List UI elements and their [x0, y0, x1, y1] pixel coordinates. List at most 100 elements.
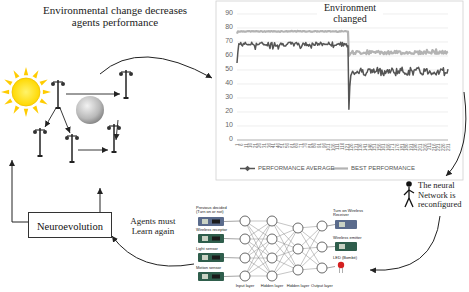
lamp-pole [113, 124, 115, 152]
lamp-arm [53, 81, 63, 82]
sun-ray [24, 67, 28, 75]
lamp-pole [39, 128, 41, 156]
device-label: Wireless emitter [333, 236, 362, 240]
lamp-head [65, 136, 69, 140]
x-axis-tick: 116 [340, 143, 345, 150]
lamp-links [45, 94, 120, 150]
lamp-base [112, 151, 117, 153]
x-axis-tick: 151 [372, 143, 377, 151]
sensor-wire [224, 238, 240, 240]
x-axis-tick: 111 [335, 143, 340, 150]
output-wire [327, 225, 335, 227]
sun-ray [39, 99, 47, 105]
x-axis-tick: 131 [354, 143, 359, 151]
sensor-board [198, 253, 224, 262]
x-axis-tick: 226 [441, 143, 446, 151]
sensor-chip [202, 219, 208, 224]
x-axis-tick: 91 [317, 143, 322, 148]
x-axis-tick: 211 [427, 143, 432, 150]
x-axis-tick: 121 [345, 143, 350, 151]
legend-samples [240, 166, 348, 172]
x-axis-tick: 76 [303, 143, 308, 148]
neuron [267, 253, 277, 263]
output-wire [327, 267, 335, 269]
x-axis-tick: 196 [413, 143, 418, 151]
led-leg [339, 268, 340, 273]
x-axis-tick: 141 [363, 143, 368, 151]
sun-ray [43, 90, 51, 94]
x-axis-tick: 46 [276, 143, 281, 148]
neural-network [198, 216, 357, 281]
y-axis-tick: 10 [213, 121, 233, 129]
output-board [335, 242, 357, 251]
box-label: Neuroevolution [37, 221, 103, 232]
lamp-arm [121, 71, 131, 72]
device-label: Turn on Wireless Receiver [333, 209, 365, 218]
sensor-wire [224, 257, 240, 259]
x-axis-tick: 221 [436, 143, 441, 151]
output-board [335, 220, 357, 229]
sun-ray [33, 105, 39, 113]
sun-ray [14, 105, 20, 113]
lamp-arm [35, 129, 45, 130]
x-axis-tick: 166 [386, 143, 391, 151]
legend-text: PERFORMANCE AVERAGE [258, 165, 335, 172]
x-axis-tick: 36 [267, 143, 272, 148]
led-leg [342, 268, 343, 273]
y-axis-tick: 90 [213, 9, 233, 17]
x-axis-tick: 176 [395, 143, 400, 151]
nn-link [245, 221, 272, 276]
lamp-head [61, 82, 65, 86]
x-axis-tick: 86 [312, 143, 317, 148]
x-axis-tick: 41 [271, 143, 276, 148]
neuron [317, 242, 327, 252]
lamp-head [43, 130, 47, 134]
x-axis-tick: 201 [418, 143, 423, 151]
output-wire [327, 246, 335, 248]
x-axis-tick: 126 [349, 143, 354, 151]
chart-frame [216, 1, 463, 180]
neuron [240, 234, 250, 244]
neuron [293, 244, 303, 254]
sun-ray [4, 80, 12, 86]
x-axis-tick: 216 [432, 143, 437, 151]
x-axis-tick: 146 [368, 143, 373, 151]
x-axis-tick: 71 [299, 143, 304, 148]
moon-icon [76, 96, 104, 124]
y-axis-tick: 30 [213, 93, 233, 101]
sensor-chip [212, 275, 220, 279]
sun-ray [39, 80, 47, 86]
annotation-text: The neural Network is reconfigured [418, 181, 467, 210]
led-icon [338, 262, 344, 268]
chart-title: Environment changed [317, 2, 383, 24]
lamp-head [51, 82, 55, 86]
device-label: Wireless receptor [196, 228, 227, 232]
x-axis-tick: 96 [322, 143, 327, 148]
x-axis-tick: 161 [381, 143, 386, 151]
lamp-base [56, 107, 61, 109]
sun-ray [1, 90, 9, 94]
x-axis-tick: 1 [235, 143, 240, 146]
x-axis-tick: 66 [294, 143, 299, 148]
sensor-board [198, 234, 224, 243]
street-lamps [33, 70, 133, 163]
layer-label: Output layer [311, 284, 333, 288]
sensor-chip [212, 237, 220, 241]
neuron [317, 221, 327, 231]
sensor-wire [224, 221, 240, 223]
annotation-text: Environmental change decreases agents pe… [40, 4, 190, 29]
lamp-arm [67, 135, 77, 136]
y-axis-tick: 50 [213, 65, 233, 73]
layer-label: Hidden layer [261, 284, 283, 288]
sun-ray [4, 99, 12, 105]
y-axis-tick: 60 [213, 51, 233, 59]
neuron [293, 265, 303, 275]
sensor-chip [212, 220, 220, 224]
sensor-chip [202, 236, 208, 241]
nn-link [272, 228, 298, 258]
x-axis-tick: 21 [253, 143, 258, 148]
sun-ray [33, 70, 39, 78]
x-axis-tick: 11 [244, 143, 249, 148]
